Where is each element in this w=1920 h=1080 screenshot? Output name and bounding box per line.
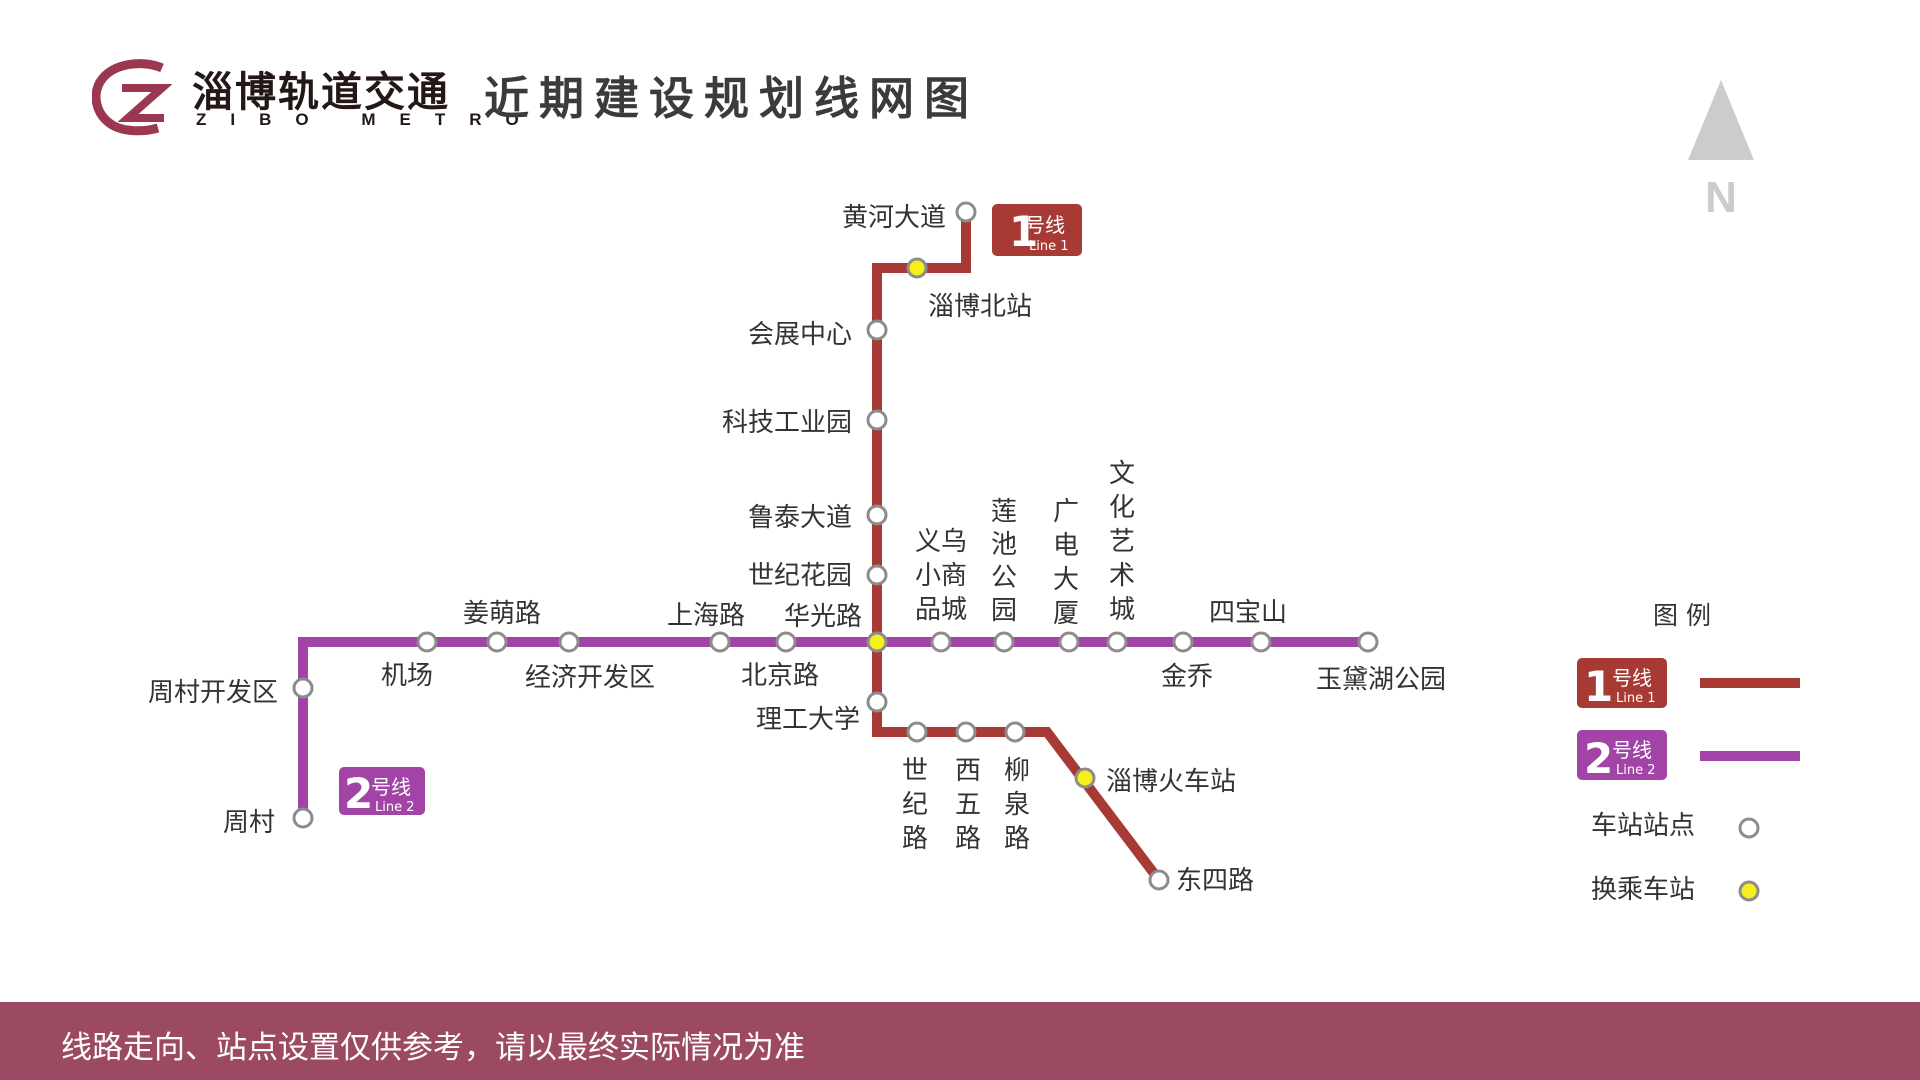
label-shanghai-lu: 上海路 bbox=[667, 601, 745, 631]
station-xiwu-lu[interactable] bbox=[955, 721, 977, 743]
transfer-station-zibo-beizhan[interactable] bbox=[906, 257, 928, 279]
line1-badge: 1 号线 Line 1 bbox=[992, 204, 1082, 256]
label-guangdian-dasha: 广电大厦 bbox=[1053, 497, 1079, 629]
label-jiangmeng-lu: 姜萌路 bbox=[463, 599, 541, 629]
svg-text:文化艺术城: 文化艺术城 bbox=[1109, 459, 1135, 625]
legend-station-label: 车站站点 bbox=[1591, 811, 1695, 841]
legend-station-icon bbox=[1738, 817, 1760, 839]
brand-name-cn: 淄博轨道交通 bbox=[192, 68, 450, 116]
svg-text:号线: 号线 bbox=[371, 775, 411, 799]
svg-text:广电大厦: 广电大厦 bbox=[1053, 497, 1079, 629]
footer-disclaimer: 线路走向、站点设置仅供参考，请以最终实际情况为准 bbox=[61, 1030, 805, 1066]
label-jinqiao: 金乔 bbox=[1161, 662, 1213, 692]
north-arrow-icon: N bbox=[1688, 80, 1754, 222]
station-huizhan-zhongxin[interactable] bbox=[866, 319, 888, 341]
svg-text:号线: 号线 bbox=[1612, 738, 1652, 762]
svg-text:西五路: 西五路 bbox=[955, 756, 981, 854]
label-keji-gongyeyuan: 科技工业园 bbox=[722, 408, 852, 438]
station-beijing-lu[interactable] bbox=[775, 631, 797, 653]
transfer-station-zibo-huochezhan[interactable] bbox=[1074, 767, 1096, 789]
svg-text:1: 1 bbox=[1009, 207, 1038, 256]
station-jinqiao[interactable] bbox=[1172, 631, 1194, 653]
label-zhoucun-kaifaqu: 周村开发区 bbox=[148, 678, 278, 708]
label-jichang: 机场 bbox=[381, 661, 433, 691]
label-huanghe-dadao: 黄河大道 bbox=[842, 203, 946, 233]
station-zhoucun[interactable] bbox=[292, 807, 314, 829]
label-zibo-beizhan: 淄博北站 bbox=[928, 292, 1032, 322]
station-dongsi-lu[interactable] bbox=[1148, 869, 1170, 891]
station-lutai-dadao[interactable] bbox=[866, 504, 888, 526]
brand-name-en: ZIBO METRO bbox=[196, 110, 543, 129]
station-jiangmeng-lu[interactable] bbox=[486, 631, 508, 653]
legend-transfer-label: 换乘车站 bbox=[1591, 875, 1695, 905]
line2-badge: 2 号线 Line 2 bbox=[339, 767, 425, 818]
label-sibaoshan: 四宝山 bbox=[1209, 598, 1287, 628]
label-yiwu-xiaoshangpincheng: 义乌小商品城 bbox=[915, 527, 967, 625]
label-wenhua-yishucheng: 文化艺术城 bbox=[1109, 459, 1135, 625]
station-wenhua-yishucheng[interactable] bbox=[1106, 631, 1128, 653]
label-shiji-huayuan: 世纪花园 bbox=[748, 561, 852, 591]
legend-transfer-icon bbox=[1738, 880, 1760, 902]
station-sibaoshan[interactable] bbox=[1250, 631, 1272, 653]
north-label: N bbox=[1705, 173, 1737, 222]
legend: 图 例 1 号线 Line 1 2 号线 Line 2 车站站点 换乘车站 bbox=[1577, 601, 1800, 905]
station-lianchi-gongyuan[interactable] bbox=[993, 631, 1015, 653]
metro-network-map: N 1 号线 Line 1 2 号线 Line 2 bbox=[148, 80, 1800, 905]
station-yudaihu-gongyuan[interactable] bbox=[1357, 631, 1379, 653]
line1-route bbox=[872, 212, 1163, 884]
label-zibo-huochezhan: 淄博火车站 bbox=[1106, 767, 1236, 797]
svg-text:义乌小商品城: 义乌小商品城 bbox=[915, 527, 967, 625]
footer-bar: 线路走向、站点设置仅供参考，请以最终实际情况为准 bbox=[0, 1002, 1920, 1080]
svg-text:莲池公园: 莲池公园 bbox=[991, 497, 1017, 626]
station-zhoucun-kaifaqu[interactable] bbox=[292, 677, 314, 699]
svg-text:号线: 号线 bbox=[1612, 666, 1652, 690]
label-lutai-dadao: 鲁泰大道 bbox=[748, 503, 852, 533]
svg-text:号线: 号线 bbox=[1025, 213, 1065, 237]
label-liuquan-lu: 柳泉路 bbox=[1004, 756, 1030, 854]
svg-text:Line 2: Line 2 bbox=[1616, 763, 1656, 778]
station-shanghai-lu[interactable] bbox=[709, 631, 731, 653]
label-beijing-lu: 北京路 bbox=[741, 661, 819, 691]
label-yudaihu-gongyuan: 玉黛湖公园 bbox=[1316, 665, 1446, 695]
label-huaguang-lu: 华光路 bbox=[784, 602, 862, 632]
svg-text:Line 1: Line 1 bbox=[1616, 691, 1656, 706]
station-jingji-kaifaqu[interactable] bbox=[558, 631, 580, 653]
svg-text:2: 2 bbox=[344, 769, 373, 818]
label-huizhan-zhongxin: 会展中心 bbox=[748, 320, 852, 350]
legend-title: 图 例 bbox=[1653, 601, 1711, 630]
label-ligong-daxue: 理工大学 bbox=[756, 705, 860, 735]
station-ligong-daxue[interactable] bbox=[866, 691, 888, 713]
svg-text:Line 2: Line 2 bbox=[375, 800, 415, 815]
label-xiwu-lu: 西五路 bbox=[955, 756, 981, 854]
page-title: 近期建设规划线网图 bbox=[484, 72, 980, 125]
zibo-metro-logo-icon bbox=[92, 59, 172, 136]
svg-text:柳泉路: 柳泉路 bbox=[1004, 756, 1030, 854]
station-shiji-lu[interactable] bbox=[906, 721, 928, 743]
station-guangdian-dasha[interactable] bbox=[1058, 631, 1080, 653]
svg-text:2: 2 bbox=[1584, 734, 1613, 783]
svg-text:Line 1: Line 1 bbox=[1029, 239, 1069, 254]
label-dongsi-lu: 东四路 bbox=[1176, 866, 1254, 896]
station-huanghe-dadao[interactable] bbox=[955, 201, 977, 223]
svg-text:世纪路: 世纪路 bbox=[902, 756, 928, 854]
station-shiji-huayuan[interactable] bbox=[866, 564, 888, 586]
svg-text:1: 1 bbox=[1584, 662, 1613, 711]
label-zhoucun: 周村 bbox=[223, 808, 275, 838]
legend-line2-badge: 2 号线 Line 2 bbox=[1577, 730, 1667, 783]
station-yiwu-xiaoshangpincheng[interactable] bbox=[930, 631, 952, 653]
label-jingji-kaifaqu: 经济开发区 bbox=[525, 663, 655, 693]
legend-line1-badge: 1 号线 Line 1 bbox=[1577, 658, 1667, 711]
label-lianchi-gongyuan: 莲池公园 bbox=[991, 497, 1017, 626]
transfer-station-huaguang-lu[interactable] bbox=[866, 631, 888, 653]
zibo-metro-logo: 淄博轨道交通 ZIBO METRO bbox=[92, 58, 572, 138]
station-keji-gongyeyuan[interactable] bbox=[866, 409, 888, 431]
station-liuquan-lu[interactable] bbox=[1004, 721, 1026, 743]
label-shiji-lu: 世纪路 bbox=[902, 756, 928, 854]
station-jichang[interactable] bbox=[416, 631, 438, 653]
